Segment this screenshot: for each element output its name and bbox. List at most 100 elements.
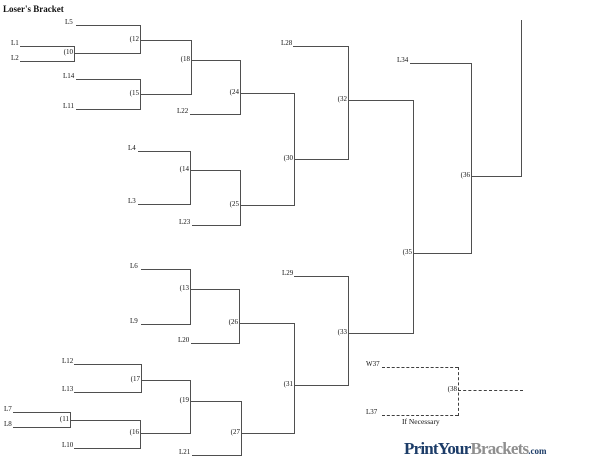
bracket-line xyxy=(192,225,240,226)
game-number-label: (38 xyxy=(447,385,457,393)
bracket-line xyxy=(240,170,241,226)
bracket-line xyxy=(294,93,295,206)
bracket-line xyxy=(240,93,294,94)
game-number-label: (24 xyxy=(229,88,239,96)
if-necessary-winner-line xyxy=(382,367,458,368)
bracket-line xyxy=(140,94,191,95)
bracket-line xyxy=(471,63,472,254)
bracket-line xyxy=(190,269,191,325)
bracket-line xyxy=(294,385,348,386)
bracket-line xyxy=(141,269,190,270)
game-number-label: (35 xyxy=(402,248,412,256)
bracket-line xyxy=(240,60,241,115)
game-number-label: (17 xyxy=(130,375,140,383)
bracket-line xyxy=(190,151,191,205)
bracket-line xyxy=(239,289,240,344)
champion-advance-line xyxy=(521,20,522,177)
bracket-line xyxy=(348,100,413,101)
entrant-label: L10 xyxy=(62,441,74,449)
game-number-label: (14 xyxy=(179,165,189,173)
bracket-line xyxy=(76,25,140,26)
bracket-line xyxy=(190,114,240,115)
bracket-line xyxy=(191,343,239,344)
game-number-label: (18 xyxy=(180,55,190,63)
entrant-label: W37 xyxy=(366,360,380,368)
bracket-line xyxy=(70,420,140,421)
entrant-label: L3 xyxy=(128,197,136,205)
bracket-line xyxy=(190,401,241,402)
bracket-line xyxy=(348,333,413,334)
bracket-line xyxy=(140,420,141,449)
bracket-line xyxy=(410,63,471,64)
bracket-line xyxy=(74,392,141,393)
bracket-line xyxy=(138,151,190,152)
entrant-label: L37 xyxy=(366,408,378,416)
game-number-label: (36 xyxy=(460,171,470,179)
bracket-line xyxy=(76,109,140,110)
bracket-line xyxy=(294,159,348,160)
page-title: Loser's Bracket xyxy=(3,4,64,14)
entrant-label: L23 xyxy=(179,218,191,226)
entrant-label: L12 xyxy=(62,357,74,365)
bracket-line xyxy=(74,448,140,449)
bracket-line xyxy=(348,276,349,386)
logo-text-primary: PrintYour xyxy=(404,439,471,458)
entrant-label: L22 xyxy=(177,107,189,115)
entrant-label: L1 xyxy=(11,39,19,47)
bracket-line xyxy=(141,364,142,393)
bracket-line xyxy=(190,380,191,434)
bracket-line xyxy=(141,324,190,325)
printyourbrackets-logo: PrintYourBrackets.com xyxy=(404,439,547,461)
game-number-label: (32 xyxy=(337,95,347,103)
if-necessary-joiner-line xyxy=(458,367,459,416)
bracket-line xyxy=(76,79,140,80)
game-number-label: (30 xyxy=(283,154,293,162)
bracket-line xyxy=(20,46,74,47)
bracket-line xyxy=(240,205,294,206)
bracket-line xyxy=(190,170,240,171)
entrant-label: L7 xyxy=(4,405,12,413)
bracket-line xyxy=(20,61,74,62)
bracket-line xyxy=(191,40,192,95)
entrant-label: L20 xyxy=(178,336,190,344)
if-necessary-label: If Necessary xyxy=(402,417,440,426)
bracket-line xyxy=(140,25,141,54)
bracket-line xyxy=(241,433,294,434)
entrant-label: L5 xyxy=(65,18,73,26)
entrant-label: L21 xyxy=(179,448,191,456)
bracket-line xyxy=(140,40,191,41)
entrant-label: L13 xyxy=(62,385,74,393)
entrant-label: L8 xyxy=(4,420,12,428)
game-number-label: (11 xyxy=(59,415,69,423)
if-necessary-loser-line xyxy=(382,415,458,416)
bracket-line xyxy=(190,289,239,290)
bracket-line xyxy=(348,46,349,160)
game-number-label: (26 xyxy=(228,318,238,326)
logo-text-secondary: Brackets xyxy=(470,439,529,458)
bracket-line xyxy=(293,46,348,47)
bracket-line xyxy=(13,427,70,428)
if-necessary-output-line xyxy=(458,390,523,391)
bracket-line xyxy=(13,412,70,413)
game-number-label: (13 xyxy=(179,284,189,292)
game-number-label: (27 xyxy=(230,428,240,436)
bracket-line xyxy=(138,204,190,205)
game-number-label: (33 xyxy=(337,328,347,336)
entrant-label: L4 xyxy=(128,144,136,152)
game-number-label: (10 xyxy=(63,48,73,56)
game-number-label: (15 xyxy=(129,89,139,97)
logo-text-domain: .com xyxy=(528,446,547,456)
entrant-label: L9 xyxy=(130,317,138,325)
game-number-label: (31 xyxy=(283,380,293,388)
entrant-label: L28 xyxy=(281,39,293,47)
bracket-line xyxy=(294,276,348,277)
bracket-line xyxy=(413,100,414,334)
entrant-label: L14 xyxy=(63,72,75,80)
entrant-label: L11 xyxy=(63,102,75,110)
bracket-line xyxy=(294,323,295,434)
entrant-label: L29 xyxy=(282,269,294,277)
game-number-label: (16 xyxy=(129,428,139,436)
bracket-line xyxy=(74,53,140,54)
